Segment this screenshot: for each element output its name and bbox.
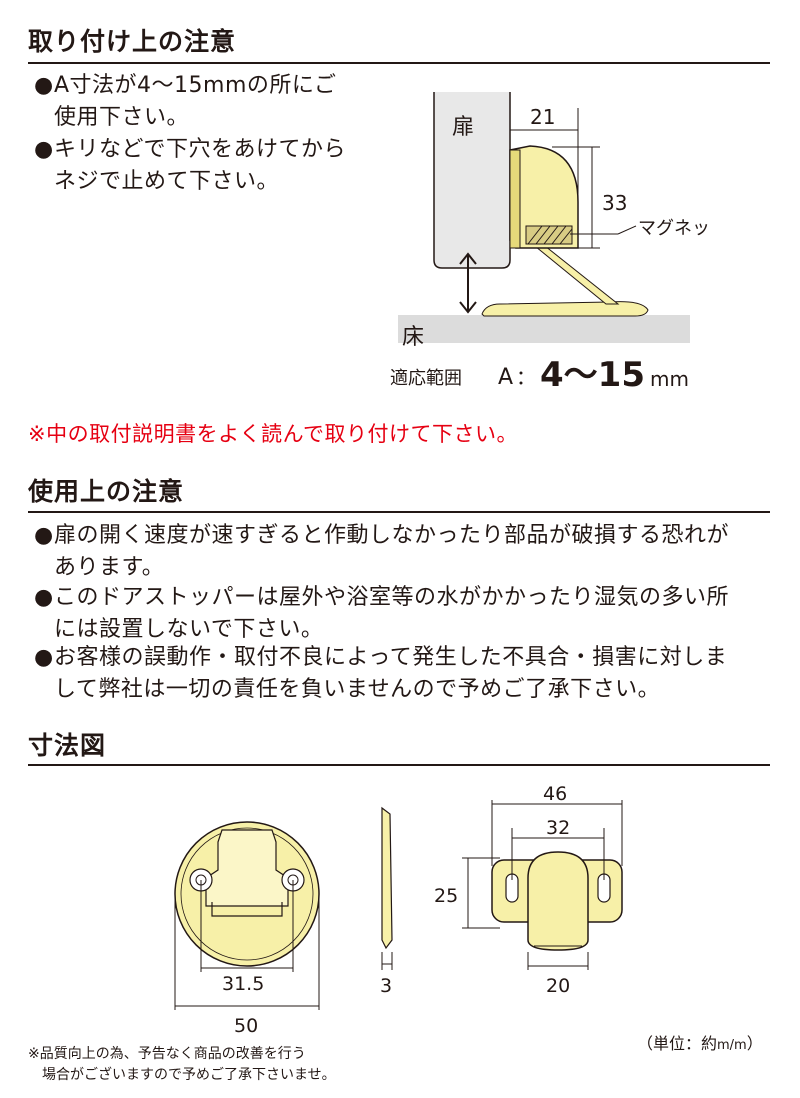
- range-value: 4〜15: [540, 355, 645, 395]
- bullet-dot: ●: [34, 523, 54, 548]
- install-warning: ※中の取付説明書をよく読んで取り付けて下さい。: [28, 422, 519, 446]
- bullet-line: ネジで止めて下さい。: [54, 169, 280, 194]
- bullet-line: キリなどで下穴をあけてから: [54, 137, 347, 162]
- footnote-line: 場合がございますので予めご了承下さいませ。: [28, 1067, 336, 1083]
- floor-label: 床: [402, 325, 424, 350]
- range-colon: ：: [516, 365, 536, 389]
- installation-diagram: 扉 21 33 マグネット 床 適応範囲 A ： 4〜15 mm: [390, 92, 710, 395]
- unit-prefix: （単位：約: [637, 1034, 718, 1053]
- range-unit: mm: [650, 367, 689, 391]
- thickness-label: 3: [380, 975, 392, 997]
- install-bullet-2: ● キリなどで下穴をあけてから ネジで止めて下さい。: [34, 134, 346, 198]
- usage-heading-rule: [28, 511, 770, 513]
- catch-hole-spacing-label: 32: [546, 817, 570, 839]
- dimensions-heading: 寸法図: [28, 731, 107, 760]
- footnote-line: ※品質向上の為、予告なく商品の改善を行う: [28, 1046, 306, 1062]
- floor-plate: [481, 301, 649, 317]
- catch-height-label: 25: [434, 885, 458, 907]
- unit-symbol: m/m: [717, 1038, 747, 1053]
- unit-suffix: ）: [746, 1034, 763, 1053]
- catch-body: [527, 851, 589, 951]
- bullet-dot: ●: [34, 137, 54, 162]
- dimension-drawing: 31.5 50 3 46 32 25 20: [174, 783, 623, 1037]
- unit-note: （単位：約m/m）: [637, 1030, 763, 1054]
- usage-bullet-3: ● お客様の誤動作・取付不良によって発生した不具合・損害に対しま して弊社は一切…: [34, 642, 727, 706]
- dim-width-label: 21: [530, 105, 555, 129]
- round-diameter-label: 50: [234, 1015, 258, 1037]
- install-bullet-1: ● A寸法が4〜15mmの所にご 使用下さい。: [34, 70, 336, 134]
- range-label: 適応範囲: [390, 368, 462, 389]
- bullet-dot: ●: [34, 73, 54, 98]
- usage-heading: 使用上の注意: [28, 477, 185, 506]
- install-heading-rule: [28, 62, 770, 64]
- bullet-line: 扉の開く速度が速すぎると作動しなかったり部品が破損する恐れが: [54, 523, 730, 548]
- magnet-hatching: [527, 225, 573, 245]
- floor: [398, 315, 690, 343]
- round-hole-spacing-label: 31.5: [222, 973, 264, 995]
- magnet: [525, 225, 573, 245]
- bullet-line: して弊社は一切の責任を負いませんので予めご了承下さい。: [54, 677, 661, 702]
- stopper-arm: [528, 241, 620, 305]
- door-label: 扉: [452, 115, 474, 140]
- footnote: ※品質向上の為、予告なく商品の改善を行う 場合がございますので予めご了承下さいま…: [28, 1044, 336, 1086]
- catch-body-width-label: 20: [546, 975, 570, 997]
- bullet-line: には設置しないで下さい。: [54, 617, 324, 642]
- bullet-line: あります。: [54, 555, 165, 580]
- bullet-line: このドアストッパーは屋外や浴室等の水がかかったり湿気の多い所: [54, 585, 730, 610]
- catch-width-label: 46: [543, 783, 567, 805]
- bullet-line: A寸法が4〜15mmの所にご: [54, 73, 337, 98]
- range-letter: A: [498, 365, 513, 390]
- bullet-line: 使用下さい。: [54, 105, 190, 130]
- dimensions-heading-rule: [28, 764, 770, 766]
- door-catch: [491, 851, 623, 951]
- bullet-dot: ●: [34, 645, 54, 670]
- stopper-base: [509, 149, 521, 249]
- plate-side-profile: [381, 806, 393, 950]
- bullet-dot: ●: [34, 585, 54, 610]
- install-heading: 取り付け上の注意: [28, 27, 237, 56]
- magnet-label: マグネット: [638, 218, 710, 239]
- usage-bullet-2: ● このドアストッパーは屋外や浴室等の水がかかったり湿気の多い所 には設置しない…: [34, 582, 729, 646]
- round-plate: [174, 821, 320, 967]
- plate-recess: [205, 829, 289, 907]
- usage-bullet-1: ● 扉の開く速度が速すぎると作動しなかったり部品が破損する恐れが あります。: [34, 520, 729, 584]
- bullet-line: お客様の誤動作・取付不良によって発生した不具合・損害に対しま: [54, 645, 728, 670]
- dim-height-label: 33: [602, 191, 627, 215]
